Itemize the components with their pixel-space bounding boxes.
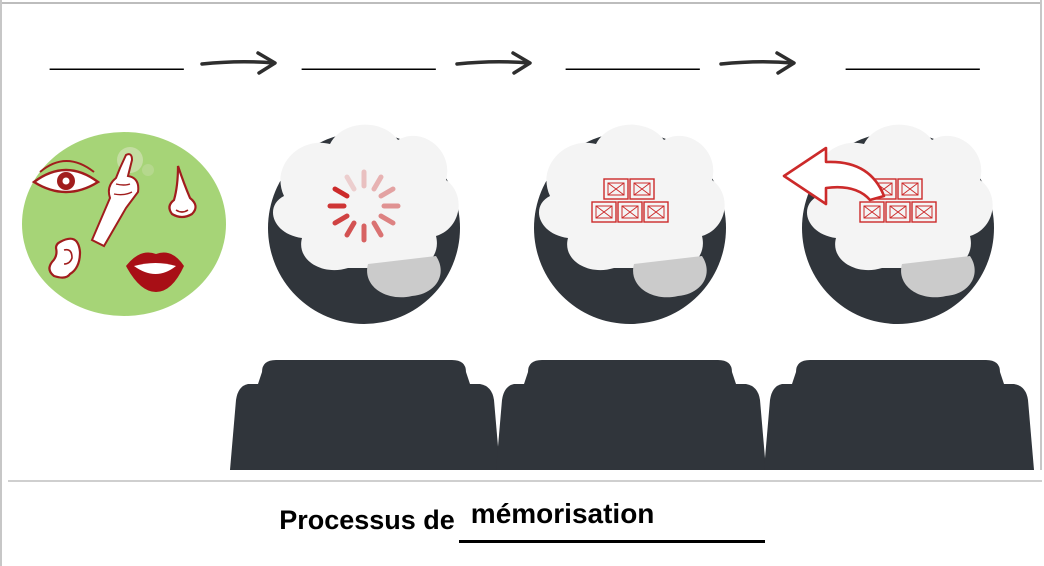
retrieval-arrow-icon [782, 146, 886, 206]
head-encoding [230, 124, 500, 470]
caption-text: Processus de mémorisation [279, 498, 765, 543]
frame-border-right [1040, 0, 1042, 470]
blank-step-1[interactable]: ______ [50, 30, 184, 74]
mouth-icon [126, 252, 184, 292]
nose-icon [168, 165, 197, 219]
eye-icon [31, 160, 101, 194]
frame-border-top [0, 2, 1040, 4]
blank-step-3[interactable]: ______ [566, 30, 700, 74]
caption-answer: mémorisation [470, 498, 655, 529]
arrow-icon [200, 51, 277, 75]
blank-step-4[interactable]: ______ [846, 30, 980, 74]
loading-spinner-icon [327, 169, 401, 243]
finger-icon [90, 153, 140, 248]
head-retrieval [764, 124, 1034, 470]
arrow-icon [455, 51, 532, 75]
caption: Processus de mémorisation [0, 498, 1044, 548]
caption-separator [8, 480, 1042, 482]
caption-prefix: Processus de [279, 505, 455, 535]
blank-step-2[interactable]: ______ [302, 30, 436, 74]
caption-answer-blank[interactable]: mémorisation [458, 498, 765, 543]
frame-border-left [0, 0, 2, 566]
head-storage [496, 124, 766, 470]
memorization-diagram [22, 124, 1034, 470]
arrow-icon [719, 51, 796, 75]
ear-icon [48, 237, 82, 279]
senses-circle [22, 132, 226, 316]
